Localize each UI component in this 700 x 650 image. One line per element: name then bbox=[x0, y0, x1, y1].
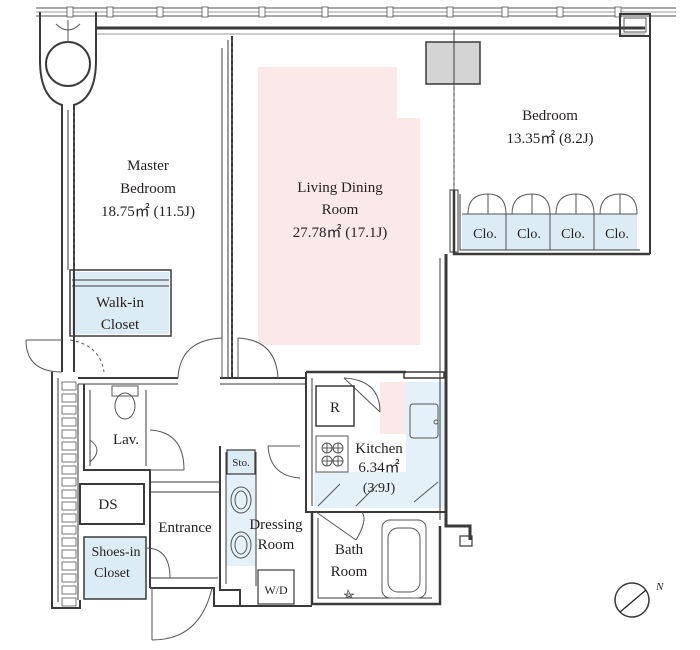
compass-letter: N bbox=[655, 581, 664, 593]
storage-fill bbox=[227, 450, 255, 474]
door-swings bbox=[25, 337, 381, 641]
wall-hatch-block bbox=[61, 489, 77, 499]
bedroom-area: 13.35㎡ (8.2J) bbox=[506, 130, 593, 147]
shoes-in-closet-label-2: Closet bbox=[94, 566, 130, 581]
wall-hatch-block bbox=[61, 465, 77, 475]
window-mullion bbox=[556, 6, 564, 18]
kitchen-sink-icon bbox=[409, 403, 439, 439]
wall-hatch-block bbox=[61, 393, 77, 403]
wall-hatch-block bbox=[61, 597, 77, 607]
bedroom-closet-structure bbox=[462, 193, 638, 250]
window-mullion bbox=[66, 6, 74, 18]
window-mullion bbox=[501, 6, 509, 18]
vanity-sinks-icon bbox=[230, 486, 252, 559]
shower-icon bbox=[343, 588, 355, 599]
wall-hatch-block bbox=[61, 405, 77, 415]
window-mullion bbox=[614, 6, 622, 18]
shoes-in-closet-label-1: Shoes-in bbox=[92, 545, 141, 560]
toilet-icon bbox=[111, 385, 139, 420]
bath-room-label-1: Bath bbox=[335, 542, 364, 558]
shoes-closet-fill bbox=[84, 537, 146, 599]
wall-hatch-block bbox=[61, 501, 77, 511]
wall-hatch-block bbox=[61, 513, 77, 523]
dressing-room-label-2: Room bbox=[258, 537, 295, 553]
wall-hatch-block bbox=[61, 429, 77, 439]
north-arrow-icon: N bbox=[614, 581, 664, 618]
kitchen-label-1: Kitchen bbox=[355, 441, 403, 457]
window-mullion bbox=[446, 6, 454, 18]
fixtures bbox=[89, 30, 473, 605]
room-labels: Master Bedroom 18.75㎡ (11.5J) Living Din… bbox=[92, 108, 629, 597]
wall-hatch-block bbox=[61, 453, 77, 463]
wall-hatch-block bbox=[61, 585, 77, 595]
vanity-fill bbox=[226, 474, 256, 566]
kitchen-label-2: 6.34㎡ bbox=[358, 459, 399, 476]
lavatory-sink-icon bbox=[89, 439, 98, 463]
kitchen-counter-fill bbox=[406, 382, 444, 508]
kitchen-label-3: (3.9J) bbox=[363, 481, 396, 496]
left-wall-hatch bbox=[61, 381, 77, 607]
window-mullion bbox=[156, 6, 164, 18]
window-mullion bbox=[321, 6, 329, 18]
wall-hatch-block bbox=[61, 477, 77, 487]
refrigerator-icon bbox=[315, 385, 355, 427]
bath-room-label-2: Room bbox=[331, 564, 368, 580]
area-fills bbox=[72, 41, 637, 599]
master-bedroom-name-1: Master bbox=[127, 158, 169, 174]
window-mullion bbox=[201, 6, 209, 18]
wall-hatch-block bbox=[61, 441, 77, 451]
wall-hatch-block bbox=[61, 381, 77, 391]
bedroom-name: Bedroom bbox=[522, 108, 578, 124]
balcony-rail bbox=[36, 7, 676, 35]
closet-label-2: Clo. bbox=[517, 227, 541, 242]
living-dining-highlight bbox=[258, 67, 420, 345]
lavatory-label: Lav. bbox=[113, 432, 139, 448]
living-dining-name-1: Living Dining bbox=[297, 180, 383, 196]
ceiling-unit-block bbox=[425, 41, 481, 85]
walk-in-closet-label-2: Closet bbox=[101, 317, 140, 333]
wall-hatch-block bbox=[61, 573, 77, 583]
wall-hatch-block bbox=[61, 561, 77, 571]
dashed-lines bbox=[73, 40, 455, 372]
entrance-label: Entrance bbox=[158, 520, 212, 536]
closet-label-1: Clo. bbox=[473, 227, 497, 242]
left-round-column bbox=[39, 12, 97, 372]
duct-space-fill bbox=[80, 484, 144, 524]
closet-label-4: Clo. bbox=[605, 227, 629, 242]
window-mullion bbox=[258, 6, 266, 18]
window-ticks bbox=[66, 6, 622, 18]
window-mullion bbox=[386, 6, 394, 18]
stove-icon bbox=[315, 435, 349, 473]
washer-dryer-icon bbox=[257, 569, 295, 605]
walk-in-closet-label-1: Walk-in bbox=[96, 295, 144, 311]
dressing-room-label-1: Dressing bbox=[249, 517, 303, 533]
closet-label-3: Clo. bbox=[561, 227, 585, 242]
storage-label: Sto. bbox=[232, 457, 250, 469]
wall-hatch-block bbox=[61, 417, 77, 427]
master-bedroom-name-2: Bedroom bbox=[120, 181, 176, 197]
walls bbox=[51, 34, 650, 609]
right-column bbox=[619, 13, 651, 254]
kitchen-highlight bbox=[380, 382, 406, 434]
bathtub-icon bbox=[381, 519, 427, 599]
wall-hatch-block bbox=[61, 537, 77, 547]
refrigerator-label: R bbox=[330, 400, 340, 416]
master-bedroom-area: 18.75㎡ (11.5J) bbox=[101, 203, 195, 220]
wall-hatch-block bbox=[61, 549, 77, 559]
washer-dryer-label: W/D bbox=[264, 583, 288, 597]
walk-in-closet-fill bbox=[72, 272, 169, 334]
living-dining-name-2: Room bbox=[322, 202, 359, 218]
wall-hatch-block bbox=[61, 525, 77, 535]
living-dining-area: 27.78㎡ (17.1J) bbox=[293, 224, 388, 241]
duct-space-label: DS bbox=[98, 497, 117, 513]
window-mullion bbox=[106, 6, 114, 18]
